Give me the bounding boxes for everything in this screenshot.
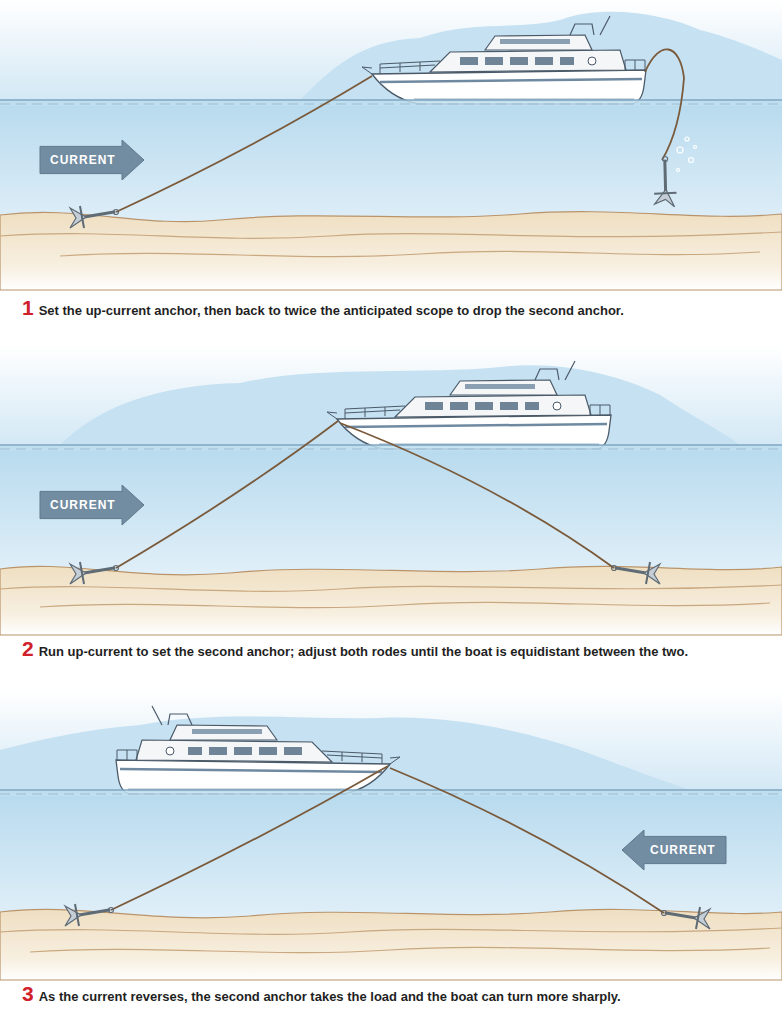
sand-ripple — [0, 928, 782, 953]
step-number: 3 — [22, 982, 34, 1006]
current-label: CURRENT — [622, 830, 726, 870]
step-caption: 3 As the current reverses, the second anc… — [22, 982, 767, 1006]
step-text: Set the up-current anchor, then back to … — [39, 303, 624, 318]
scene-panel — [0, 345, 782, 635]
step-text: As the current reverses, the second anch… — [39, 989, 621, 1004]
current-arrow: CURRENT — [40, 485, 144, 525]
current-label: CURRENT — [40, 140, 144, 180]
anchor-rode — [116, 421, 338, 568]
anchor-symbol — [65, 904, 114, 926]
step-number: 1 — [22, 296, 34, 320]
scene-panel — [0, 690, 782, 980]
seabed — [0, 212, 782, 290]
bubbles — [677, 137, 697, 172]
anchor-rode — [116, 76, 372, 212]
water-surface — [0, 445, 782, 451]
anchor-symbol — [653, 156, 682, 207]
anchor-rode — [340, 423, 614, 568]
anchor-symbol — [70, 206, 119, 228]
step-text: Run up-current to set the second anchor;… — [39, 644, 688, 659]
current-arrow-outline — [622, 830, 726, 870]
anchor-rode — [111, 766, 388, 910]
current-label: CURRENT — [40, 485, 144, 525]
scene-panel — [0, 0, 782, 290]
step-caption: 1 Set the up-current anchor, then back to… — [22, 296, 767, 320]
waterline — [0, 99, 782, 101]
waterline — [0, 789, 782, 791]
step-number: 2 — [22, 637, 34, 661]
waterline — [0, 794, 782, 795]
water-surface — [0, 790, 782, 796]
sand-ripple — [0, 585, 782, 608]
trawler-boat — [327, 361, 611, 449]
anchor-symbol — [612, 562, 661, 584]
current-arrow-outline — [40, 140, 144, 180]
seabed — [0, 566, 782, 635]
anchor-rode — [390, 768, 664, 913]
sand-ripple — [0, 232, 782, 257]
trawler-boat — [362, 16, 646, 104]
water — [0, 445, 782, 585]
step-caption: 2 Run up-current to set the second anchor… — [22, 637, 767, 661]
water — [0, 790, 782, 930]
current-arrow: CURRENT — [40, 140, 144, 180]
seabed — [0, 909, 782, 980]
waterline — [0, 104, 782, 105]
waterline — [0, 449, 782, 450]
trawler-boat — [116, 706, 400, 794]
current-arrow: CURRENT — [622, 830, 726, 870]
water-surface — [0, 100, 782, 106]
anchor-symbol — [662, 907, 711, 929]
anchor-symbol — [70, 562, 119, 584]
anchor-rode — [645, 49, 684, 160]
current-arrow-outline — [40, 485, 144, 525]
